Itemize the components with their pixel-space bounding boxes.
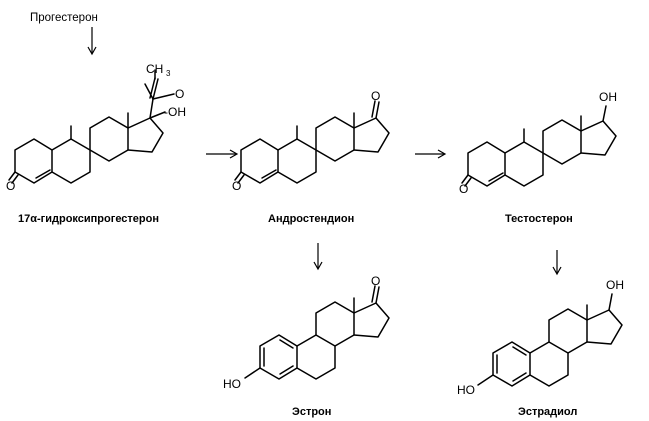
testosterone-c3-oxygen: O	[459, 182, 468, 196]
testosterone-label: Тестостерон	[505, 213, 573, 225]
estradiol-label: Эстрадиол	[518, 406, 577, 418]
testosterone-c17-hydroxyl: OH	[599, 90, 617, 104]
arrow-to-estradiol	[552, 250, 562, 276]
estradiol-c17-hydroxyl: OH	[606, 278, 624, 292]
arrow-to-estrone	[313, 243, 323, 271]
hydroxyprogesterone-methyl-label: CH 3	[146, 62, 171, 78]
arrow-to-androstenedione	[206, 149, 239, 159]
arrow-to-testosterone	[415, 149, 447, 159]
estrone-c3-hydroxyl: HO	[223, 377, 241, 391]
estrone-label: Эстрон	[292, 406, 331, 418]
hydroxyprogesterone-hydroxyl: -OH	[164, 105, 186, 119]
estrone-c17-oxygen: O	[371, 274, 380, 288]
androstenedione-c17-oxygen: O	[371, 89, 380, 103]
estradiol-structure	[477, 293, 623, 387]
hydroxyprogesterone-label: 17α-гидроксипрогестерон	[18, 213, 159, 225]
hydroxyprogesterone-structure	[8, 69, 175, 184]
svg-text:CH: CH	[146, 62, 163, 76]
estradiol-c3-hydroxyl: HO	[457, 383, 475, 397]
testosterone-structure	[461, 105, 617, 187]
svg-text:3: 3	[166, 69, 171, 78]
estrone-structure	[244, 285, 390, 380]
hydroxyprogesterone-acetyl-oxygen: O	[175, 87, 184, 101]
progesterone-label: Прогестерон	[30, 12, 98, 24]
androstenedione-label: Андростендион	[268, 213, 354, 225]
androstenedione-c3-oxygen: O	[232, 179, 241, 193]
androstenedione-structure	[234, 100, 390, 184]
hydroxyprogesterone-keto-oxygen: O	[6, 179, 15, 193]
progesterone-down-arrow	[87, 27, 97, 56]
